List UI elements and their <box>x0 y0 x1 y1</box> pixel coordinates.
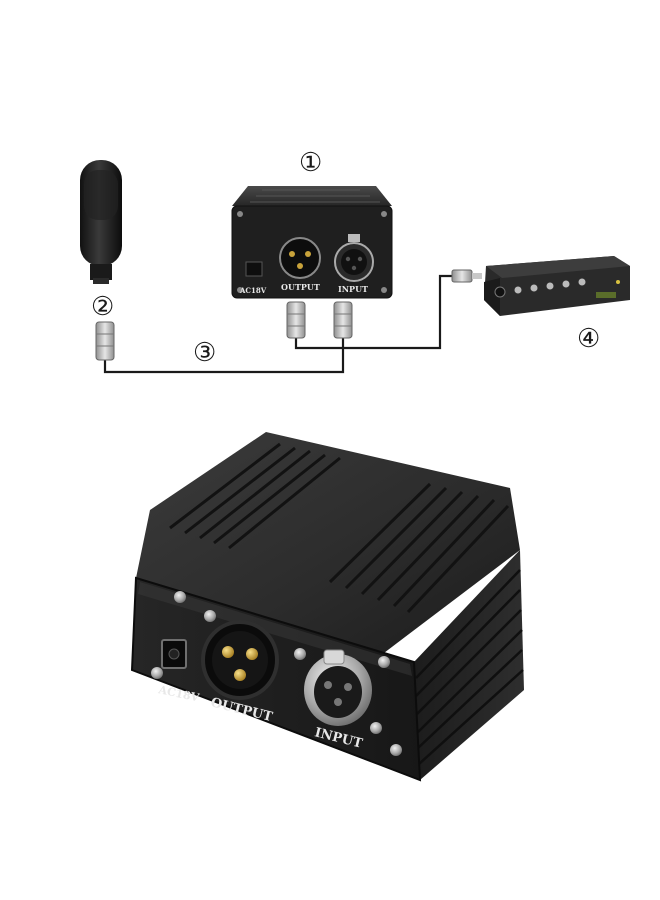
front-panel <box>130 576 422 782</box>
enclosure-side <box>414 550 524 780</box>
dc-power-jack <box>161 639 187 669</box>
small-power-label: AC18V <box>239 286 267 295</box>
sound-card <box>484 256 630 316</box>
cooling-fins-right <box>328 482 510 614</box>
panel-screws <box>151 591 402 756</box>
microphone <box>80 160 122 284</box>
input-xlr-female <box>304 649 372 726</box>
small-output-label: OUTPUT <box>281 282 320 292</box>
side-fins <box>415 569 524 765</box>
connection-diagram: AC18V OUTPUT INPUT <box>80 160 630 374</box>
marker-phantom-power: ① <box>299 148 323 178</box>
xlr-plug-input <box>333 301 353 339</box>
phantom-power-unit: AC18V OUTPUT INPUT <box>130 432 524 782</box>
small-input-label: INPUT <box>338 284 368 294</box>
xlr-plug-output <box>286 301 306 339</box>
marker-sound-card: ④ <box>577 324 601 354</box>
marker-microphone: ② <box>91 292 115 322</box>
output-xlr-male <box>201 620 279 700</box>
cable-lines <box>103 274 452 374</box>
jack-plug <box>451 269 482 283</box>
cooling-fins-left <box>169 442 341 550</box>
marker-cable: ③ <box>193 338 217 368</box>
phantom-power-box-small: AC18V OUTPUT INPUT <box>231 186 393 299</box>
xlr-plug-mic-end <box>95 321 115 361</box>
